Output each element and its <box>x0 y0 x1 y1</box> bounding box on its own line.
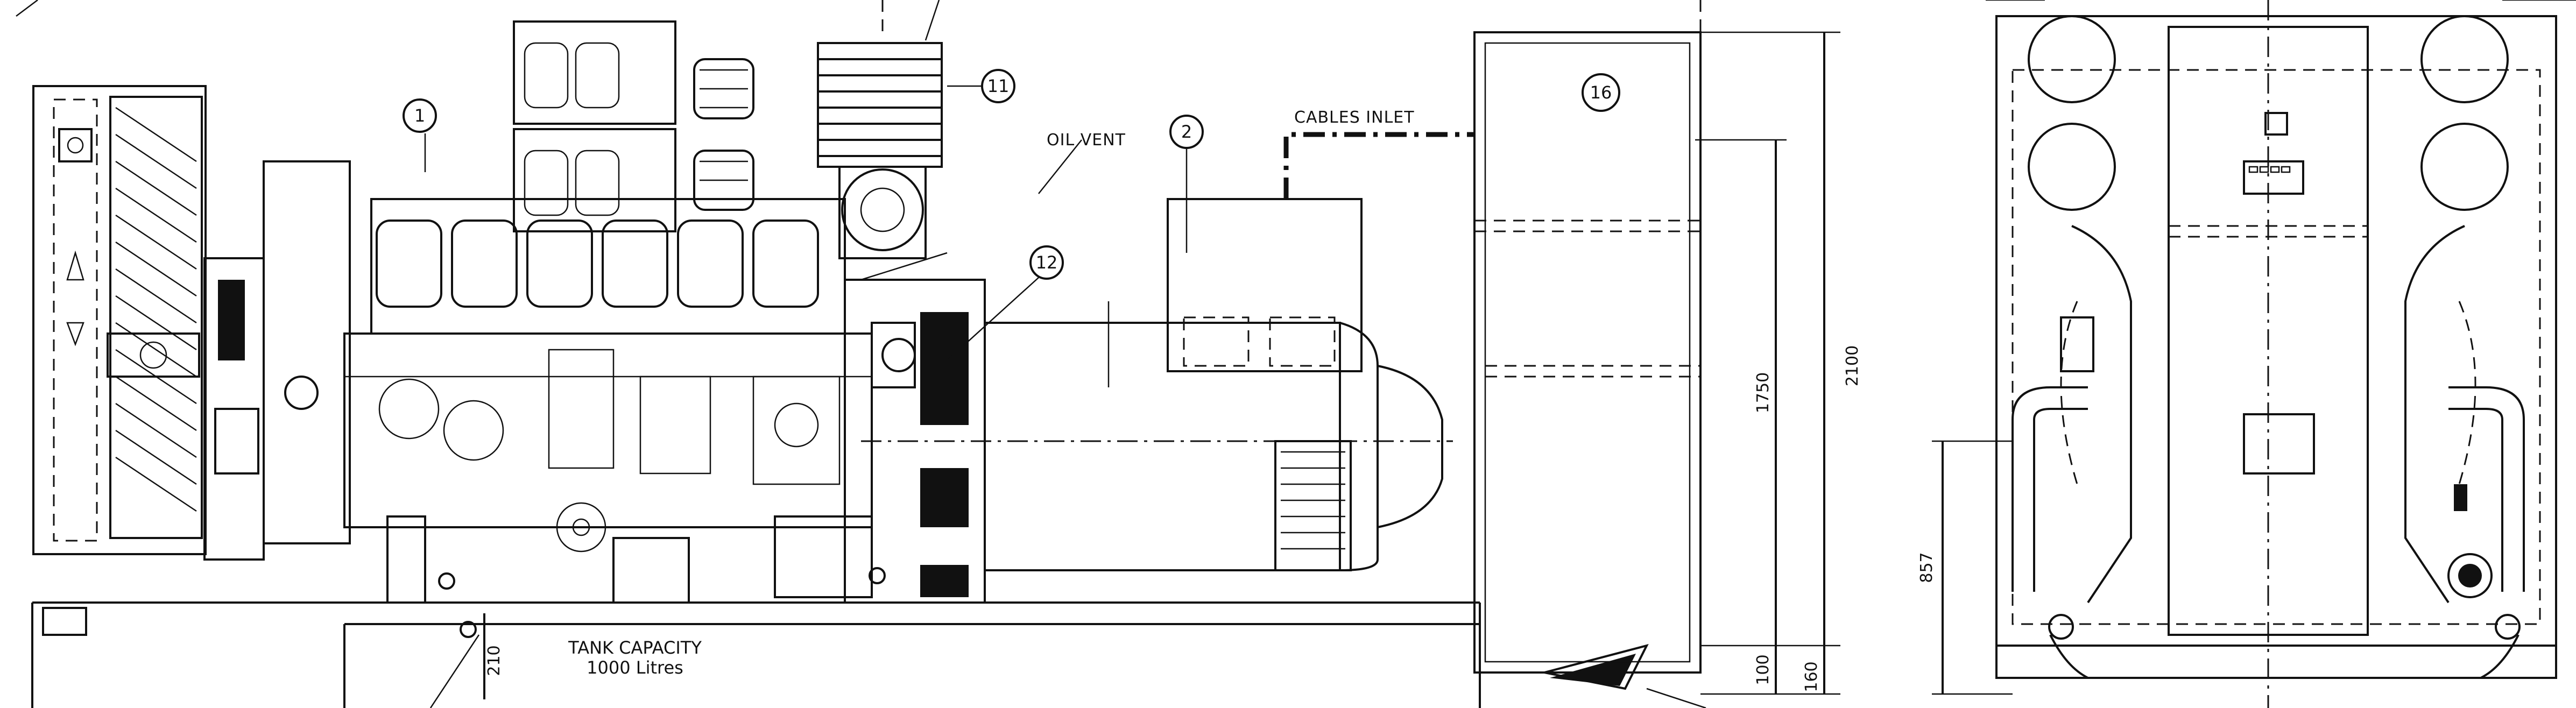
engine-block <box>263 160 886 604</box>
callout-1: 1 <box>403 98 437 172</box>
tank-capacity-label: TANK CAPACITY <box>568 638 702 658</box>
side-view: 1 11 2 12 16 OIL VENT CABLES INLET TANK … <box>16 0 1862 708</box>
control-enclosure <box>1473 0 1702 674</box>
callout-2: 2 <box>1169 115 1204 253</box>
callout-16: 16 <box>1582 73 1620 112</box>
svg-text:12: 12 <box>1036 252 1058 273</box>
baseframe-tank <box>31 601 1706 708</box>
dimension-lines <box>483 31 1840 699</box>
dimension-160: 160 <box>1802 661 1821 692</box>
flywheel-housing <box>844 279 986 604</box>
cable-route <box>1283 132 1474 199</box>
dimension-210: 210 <box>485 645 504 676</box>
callout-12: 12 <box>947 245 1064 361</box>
svg-text:16: 16 <box>1590 82 1612 103</box>
dimension-2100: 2100 <box>1843 345 1862 386</box>
end-view: 857 <box>1917 0 2576 708</box>
dimension-100: 100 <box>1754 654 1773 685</box>
dimension-857: 857 <box>1917 552 1936 583</box>
radiator <box>32 85 265 561</box>
svg-text:1: 1 <box>414 105 425 126</box>
callout-11: 11 <box>947 69 1015 103</box>
alternator <box>861 198 1453 571</box>
svg-text:2: 2 <box>1181 122 1192 142</box>
svg-text:11: 11 <box>987 76 1010 96</box>
exhaust-silencer <box>817 42 943 259</box>
dimension-1750: 1750 <box>1754 372 1773 413</box>
cables-inlet-label: CABLES INLET <box>1294 108 1415 127</box>
oil-vent-label: OIL VENT <box>1047 131 1126 150</box>
tank-volume-label: 1000 Litres <box>587 657 683 678</box>
